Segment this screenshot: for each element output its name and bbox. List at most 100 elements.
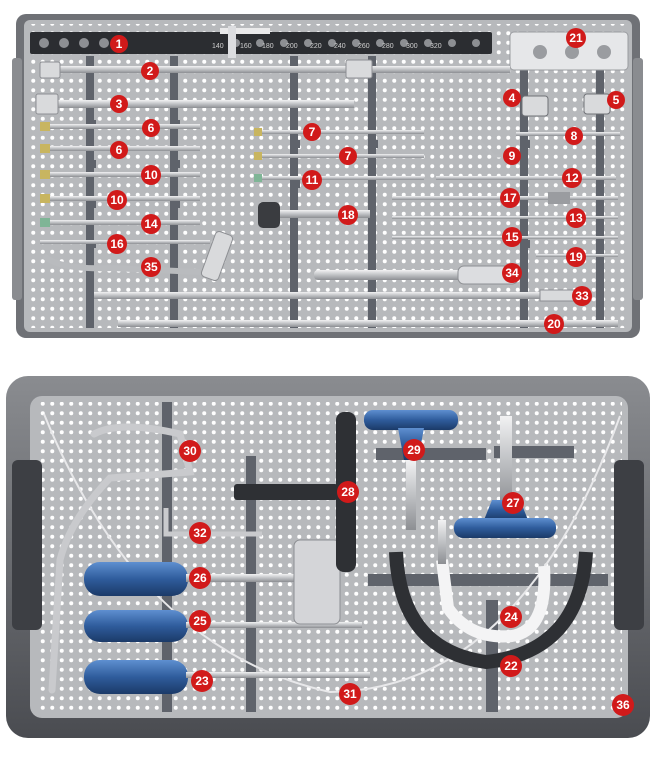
badge-18: 18 <box>338 205 358 225</box>
clamp-24-post <box>438 520 446 564</box>
badge-27: 27 <box>502 492 524 514</box>
badge-31: 31 <box>339 683 361 705</box>
svg-text:21: 21 <box>569 31 583 45</box>
guide-rod-3 <box>36 100 354 108</box>
svg-text:8: 8 <box>571 129 578 143</box>
svg-text:13: 13 <box>569 211 583 225</box>
badge-23: 23 <box>191 670 213 692</box>
caddy-screw <box>533 45 547 59</box>
badge-33: 33 <box>572 286 592 306</box>
svg-text:7: 7 <box>345 149 352 163</box>
t-handle-27 <box>454 518 556 538</box>
badge-16: 16 <box>107 234 127 254</box>
badge-24: 24 <box>500 606 522 628</box>
badge-25: 25 <box>189 610 211 632</box>
svg-text:5: 5 <box>613 93 620 107</box>
gauge-mark: 260 <box>358 43 370 50</box>
gauge-mark: 280 <box>382 43 394 50</box>
badge-3: 3 <box>110 95 128 113</box>
badge-6: 6 <box>142 119 160 137</box>
gauge-mark: 140 <box>212 43 224 50</box>
svg-text:30: 30 <box>183 444 197 458</box>
badge-13: 13 <box>566 208 586 228</box>
gauge-mark: 320 <box>430 43 442 50</box>
t-handle-5 <box>583 93 611 115</box>
badge-34: 34 <box>502 263 522 283</box>
badge-21: 21 <box>566 28 586 48</box>
svg-text:17: 17 <box>503 191 517 205</box>
guide-wire-31 <box>43 413 621 694</box>
t-handle-29 <box>364 410 458 430</box>
svg-text:29: 29 <box>407 443 421 457</box>
svg-text:3: 3 <box>116 97 123 111</box>
svg-text:6: 6 <box>116 143 123 157</box>
gauge-mark: 180 <box>262 43 274 50</box>
aiming-arm-28 <box>234 484 338 500</box>
svg-text:2: 2 <box>147 64 154 78</box>
ratchet-shaft-18 <box>280 210 370 218</box>
svg-text:7: 7 <box>309 125 316 139</box>
svg-text:24: 24 <box>504 610 518 624</box>
svg-text:14: 14 <box>144 217 158 231</box>
svg-text:27: 27 <box>506 496 520 510</box>
rod-20 <box>118 320 618 327</box>
svg-text:25: 25 <box>193 614 207 628</box>
svg-text:9: 9 <box>509 149 516 163</box>
badge-7: 7 <box>339 147 357 165</box>
svg-text:11: 11 <box>306 173 319 187</box>
badge-32: 32 <box>189 522 211 544</box>
gauge-slider-clip <box>228 26 236 58</box>
svg-text:12: 12 <box>565 171 579 185</box>
badge-26: 26 <box>189 567 211 589</box>
svg-text:32: 32 <box>193 526 207 540</box>
svg-text:35: 35 <box>144 260 158 274</box>
ratchet-head-18 <box>258 202 280 228</box>
bent-awl-35 <box>42 253 201 275</box>
badge-8: 8 <box>565 127 583 145</box>
badge-2: 2 <box>141 62 159 80</box>
badge-1: 1 <box>110 35 128 53</box>
badge-17: 17 <box>500 188 520 208</box>
angled-guide-sleeve <box>200 230 234 282</box>
gauge-slider <box>220 28 270 34</box>
screwdriver-25 <box>84 610 362 642</box>
long-drill-33 <box>94 292 574 299</box>
badge-19: 19 <box>566 247 586 267</box>
badge-14: 14 <box>141 214 161 234</box>
caddy-screw <box>597 45 611 59</box>
top-tray-right-handle <box>633 58 643 300</box>
svg-text:18: 18 <box>341 208 355 222</box>
svg-text:22: 22 <box>504 659 518 673</box>
svg-text:23: 23 <box>195 674 209 688</box>
svg-text:20: 20 <box>547 317 561 331</box>
gauge-mark: 240 <box>334 43 346 50</box>
clamp-24 <box>436 559 551 643</box>
badge-10: 10 <box>141 165 161 185</box>
svg-text:36: 36 <box>616 698 630 712</box>
badge-10: 10 <box>107 190 127 210</box>
badge-20: 20 <box>544 314 564 334</box>
svg-text:16: 16 <box>110 237 124 251</box>
screwdriver-26 <box>84 562 296 596</box>
bent-instrument-30 <box>48 423 195 694</box>
svg-text:1: 1 <box>116 37 123 51</box>
sleeve-block <box>293 539 341 625</box>
bottom-tray-right-grip <box>614 460 644 630</box>
svg-text:4: 4 <box>509 91 516 105</box>
gauge-mark: 200 <box>286 43 298 50</box>
svg-text:19: 19 <box>569 250 583 264</box>
number-badges: 1 2 3 4 5 6 6 7 7 8 9 10 10 11 12 13 14 … <box>107 28 634 716</box>
gauge-mark: 220 <box>310 43 322 50</box>
aiming-arc-22 <box>389 551 593 670</box>
top-tray-left-handle <box>12 58 22 300</box>
t-handle-4 <box>521 95 549 117</box>
badge-6: 6 <box>110 141 128 159</box>
svg-text:15: 15 <box>505 230 519 244</box>
gauge-mark: 160 <box>240 43 252 50</box>
svg-text:34: 34 <box>505 266 519 280</box>
badge-22: 22 <box>500 655 522 677</box>
rod-head <box>35 93 59 115</box>
svg-text:26: 26 <box>193 571 207 585</box>
badge-7: 7 <box>303 123 321 141</box>
badge-28: 28 <box>337 481 359 503</box>
